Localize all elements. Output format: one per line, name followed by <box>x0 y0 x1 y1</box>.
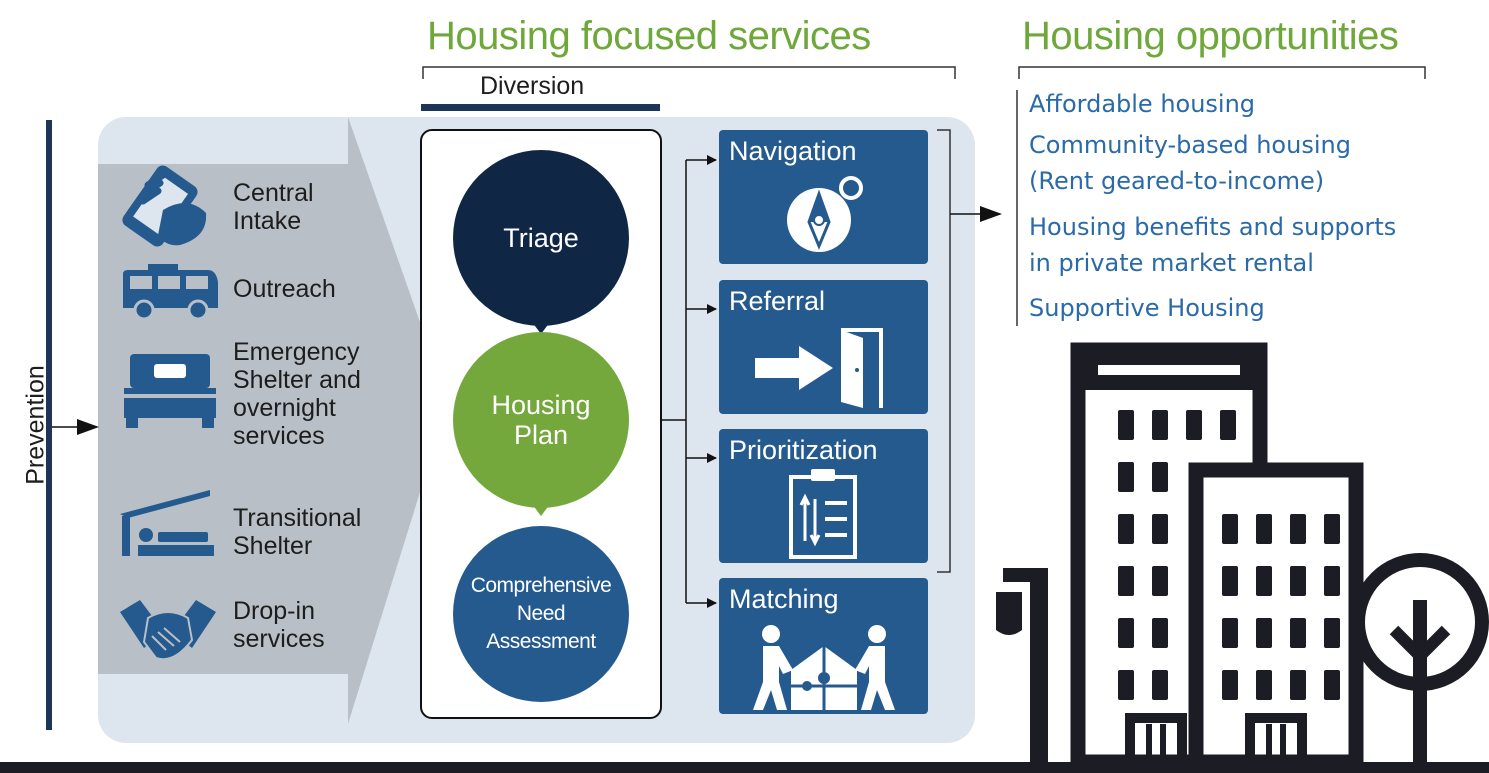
handshake-icon <box>120 600 216 661</box>
services-title: Housing focused services <box>427 14 871 58</box>
clipboard-icon <box>789 469 857 559</box>
entry-label-central-intake: Central Intake <box>233 179 314 235</box>
housing-plan-label: Housing Plan <box>491 390 591 450</box>
housing-plan-pointer <box>529 500 553 516</box>
entry-label-drop-in: Drop-in services <box>233 597 325 653</box>
van-icon <box>123 264 218 321</box>
title-brackets <box>421 66 1426 111</box>
door-arrow-icon <box>755 328 883 408</box>
city-buildings-icon <box>0 342 1489 773</box>
entry-points-arrow <box>98 117 448 724</box>
entry-label-outreach: Outreach <box>233 275 336 303</box>
opportunity-affordable: Affordable housing <box>1029 90 1256 118</box>
entry-label-transitional-shelter: Transitional Shelter <box>233 504 362 560</box>
diversion-label: Diversion <box>480 72 585 100</box>
phone-hand-icon <box>122 165 207 247</box>
assessment-label: Comprehensive Need Assessment <box>470 574 612 653</box>
triage-label: Triage <box>503 222 579 253</box>
triage-pointer <box>529 318 553 334</box>
opportunity-community-based-note: (Rent geared-to-income) <box>1029 167 1325 195</box>
opportunity-housing-benefits-note: in private market rental <box>1029 249 1314 277</box>
service-label-referral: Referral <box>729 286 826 316</box>
shelter-icon <box>120 490 214 556</box>
service-matching: Matching <box>719 578 928 714</box>
opportunity-community-based: Community-based housing <box>1029 131 1351 159</box>
opportunity-supportive: Supportive Housing <box>1029 294 1265 322</box>
people-puzzle-icon <box>753 625 895 710</box>
opportunity-housing-benefits: Housing benefits and supports <box>1029 213 1397 241</box>
service-label-prioritization: Prioritization <box>729 435 878 465</box>
housing-plan-circle: Housing Plan <box>453 332 629 508</box>
service-label-matching: Matching <box>729 584 839 614</box>
compass-icon <box>787 176 863 252</box>
assessment-circle: Comprehensive Need Assessment <box>453 526 629 702</box>
bed-icon <box>124 354 216 428</box>
service-prioritization: Prioritization <box>719 429 928 563</box>
triage-circle: Triage <box>453 150 629 326</box>
opportunities-title: Housing opportunities <box>1022 14 1399 58</box>
service-navigation: Navigation <box>719 130 928 264</box>
service-referral: Referral <box>719 280 928 414</box>
entry-label-emergency-shelter: Emergency Shelter and overnight services <box>233 338 361 450</box>
service-label-navigation: Navigation <box>729 136 857 166</box>
prevention-bar <box>46 120 52 730</box>
